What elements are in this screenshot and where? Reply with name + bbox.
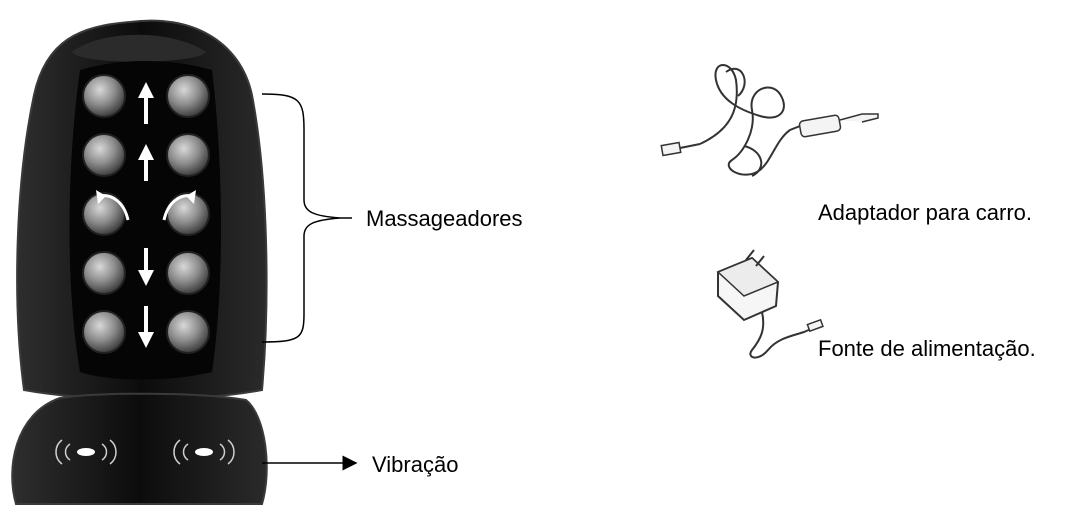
roller-left-5 [83,311,125,353]
roller-right-3 [167,193,209,235]
label-massagers: Massageadores [366,206,523,232]
seat-base [12,394,267,504]
roller-right-4 [167,252,209,294]
car-adapter-cable-icon [661,65,878,176]
roller-right-2 [167,134,209,176]
massage-seat-icon [17,21,266,399]
roller-left-2 [83,134,125,176]
roller-right-1 [167,75,209,117]
roller-left-4 [83,252,125,294]
roller-left-3 [83,193,125,235]
label-car-adapter: Adaptador para carro. [818,200,1032,226]
label-power-supply: Fonte de alimentação. [818,336,1036,362]
roller-right-5 [167,311,209,353]
wall-power-adapter-icon [718,250,823,358]
massagers-brace [262,94,340,342]
label-vibration: Vibração [372,452,458,478]
roller-left-1 [83,75,125,117]
